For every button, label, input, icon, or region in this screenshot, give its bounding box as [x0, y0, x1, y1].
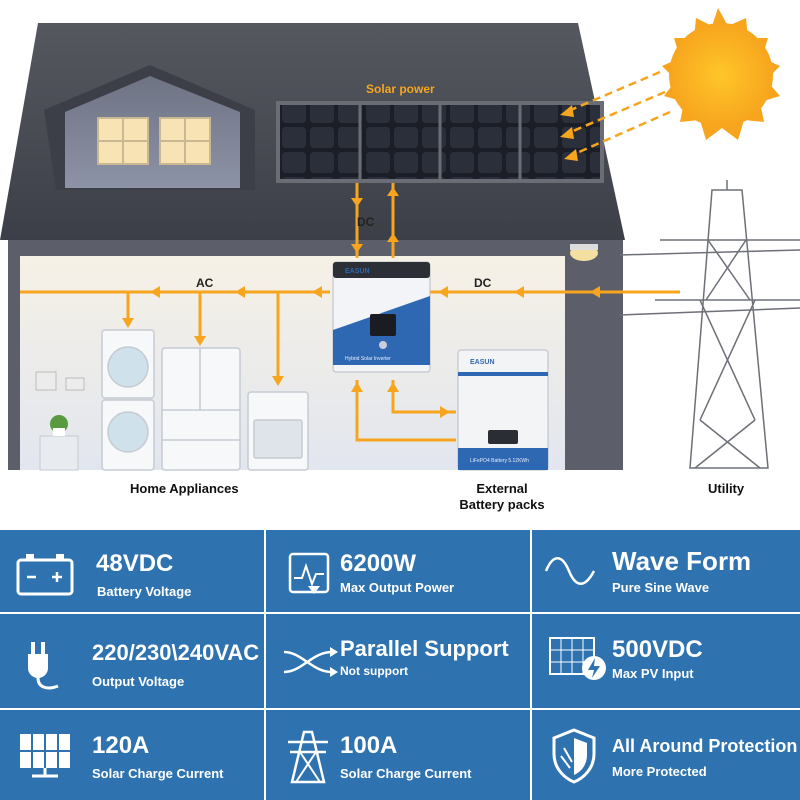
ac-label: AC	[196, 276, 214, 290]
spec-value: Wave Form	[612, 546, 752, 576]
spec-parallel-support: Parallel Support Not support	[266, 614, 530, 708]
spec-max-output-power: 6200W Max Output Power	[266, 530, 530, 612]
spec-value: All Around Protection	[612, 736, 798, 756]
spec-grid: 48VDC Battery Voltage 6200W Max Output P…	[0, 530, 800, 800]
inverter-brand: EASUN	[345, 268, 370, 275]
solar-panel-array	[276, 101, 604, 183]
spec-label: Not support	[340, 664, 408, 678]
utility-label: Utility	[708, 481, 745, 496]
home-appliances-label: Home Appliances	[130, 481, 239, 496]
solar-power-label: Solar power	[366, 82, 435, 96]
spec-solar-charge-current-a: 120A Solar Charge Current	[0, 710, 264, 800]
utility-tower	[619, 180, 800, 469]
spec-output-voltage: 220/230\240VAC Output Voltage	[0, 614, 264, 708]
power-meter-icon	[288, 552, 330, 594]
sine-wave-icon	[544, 557, 596, 585]
battery-icon	[16, 554, 74, 596]
spec-label: More Protected	[612, 764, 707, 779]
spec-solar-charge-current-b: 100A Solar Charge Current	[266, 710, 530, 800]
side-table-plant	[39, 415, 79, 471]
energy-system-diagram: EASUN Hybrid Solar Inverter EASUN LiFePO…	[0, 8, 800, 513]
attic-window	[97, 117, 211, 165]
spec-label: Max Output Power	[340, 580, 455, 595]
shield-icon	[552, 728, 596, 784]
battery-brand: EASUN	[470, 359, 495, 366]
spec-value: 100A	[340, 732, 398, 759]
spec-wave-form: Wave Form Pure Sine Wave	[532, 530, 800, 612]
sunbeam-arrows	[565, 70, 671, 158]
spec-label: Pure Sine Wave	[612, 580, 710, 595]
spec-max-pv-input: 500VDC Max PV Input	[532, 614, 800, 708]
parallel-arrows-icon	[283, 647, 338, 677]
sun-icon	[662, 8, 780, 140]
spec-value: 6200W	[340, 550, 417, 577]
spec-value: 220/230\240VAC	[92, 640, 260, 665]
power-tower-icon	[288, 730, 328, 784]
hybrid-inverter	[332, 261, 431, 373]
spec-protection: All Around Protection More Protected	[532, 710, 800, 800]
spec-value: 500VDC	[612, 636, 703, 663]
plug-icon	[28, 642, 59, 690]
spec-value: 120A	[92, 732, 150, 759]
battery-caption: LiFePO4 Battery 5.12KWh	[470, 458, 529, 464]
oven	[247, 391, 309, 471]
spec-label: Max PV Input	[612, 666, 694, 681]
battery-label-line1: External	[476, 481, 528, 496]
ceiling-lamp	[570, 244, 598, 261]
spec-value: Parallel Support	[340, 636, 509, 661]
dc-top-label: DC	[357, 215, 375, 229]
house-illustration: EASUN Hybrid Solar Inverter EASUN LiFePO…	[0, 8, 800, 471]
spec-value: 48VDC	[96, 550, 174, 577]
dc-right-label: DC	[474, 276, 492, 290]
external-battery-label: External Battery packs	[456, 481, 548, 513]
solar-panel-bolt-icon	[549, 637, 606, 680]
spec-label: Solar Charge Current	[92, 766, 224, 781]
battery-label-line2: Battery packs	[459, 497, 545, 512]
spec-label: Output Voltage	[92, 674, 185, 689]
spec-label: Solar Charge Current	[340, 766, 472, 781]
solar-panel-icon	[20, 734, 70, 778]
washing-machine-stack	[101, 329, 155, 471]
spec-battery-voltage: 48VDC Battery Voltage	[0, 530, 264, 612]
wall-thermostats	[35, 371, 85, 391]
inverter-caption: Hybrid Solar Inverter	[345, 356, 391, 362]
spec-label: Battery Voltage	[97, 584, 192, 599]
battery-pack	[457, 349, 549, 471]
refrigerator	[161, 347, 241, 471]
